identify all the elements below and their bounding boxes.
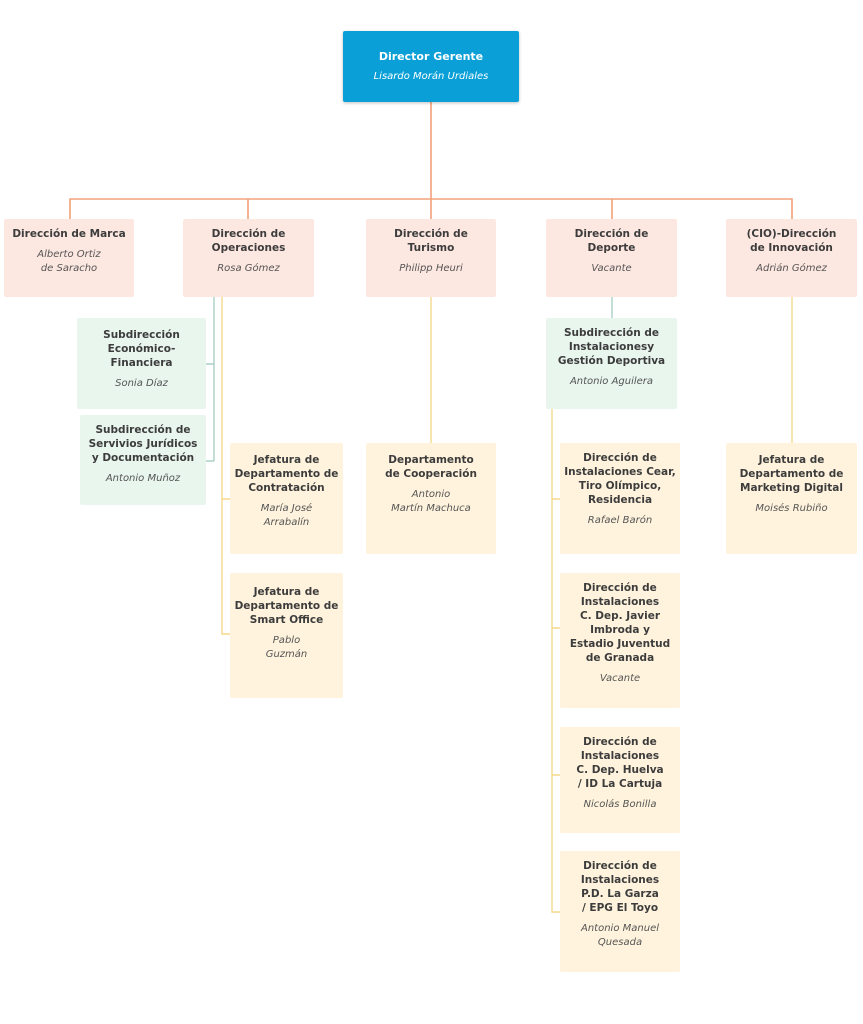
box-title: Dirección de Operaciones [211, 228, 286, 254]
box-person: Rafael Barón [587, 515, 653, 526]
subdireccion-economico-box: Subdirección Económico-Financiera Sonia … [77, 318, 206, 409]
connector-deporte-departments [551, 409, 560, 913]
subdireccion-juridicos-box: Subdirección de Servivios Jurídicos y Do… [80, 415, 206, 505]
box-title: (CIO)-Dirección de Innovación [746, 228, 837, 254]
jefatura-smart-office-box: Jefatura de Departamento de Smart Office… [230, 573, 343, 698]
box-person: Adrián Gómez [756, 263, 827, 274]
direccion-instalaciones-garza-box: Dirección de Instalaciones P.D. La Garza… [560, 851, 680, 972]
box-person: Sonia Díaz [115, 378, 168, 389]
direccion-instalaciones-huelva-box: Dirección de Instalaciones C. Dep. Huelv… [560, 727, 680, 833]
direccion-marca-box: Dirección de Marca Alberto Ortiz de Sara… [4, 219, 134, 297]
box-title: Departamento de Cooperación [385, 454, 477, 480]
subdireccion-instalaciones-box: Subdirección de Instalacionesy Gestión D… [546, 318, 677, 409]
box-title: Dirección de Instalaciones C. Dep. Huelv… [576, 736, 664, 790]
direccion-operaciones-box: Dirección de Operaciones Rosa Gómez [183, 219, 314, 297]
box-person: María José Arrabalín [260, 503, 313, 528]
connector-operaciones-subdirections [206, 297, 215, 462]
box-title: Dirección de Marca [12, 228, 126, 240]
box-person: Alberto Ortiz de Saracho [37, 249, 101, 274]
connector-root-bus [69, 102, 793, 219]
box-title: Dirección de Instalaciones P.D. La Garza… [580, 860, 660, 914]
box-person: Antonio Manuel Quesada [581, 923, 659, 948]
jefatura-marketing-digital-box: Jefatura de Departamento de Marketing Di… [726, 443, 857, 554]
departamento-cooperacion-box: Departamento de Cooperación Antonio Mart… [366, 443, 496, 554]
box-title: Subdirección de Servivios Jurídicos y Do… [88, 424, 198, 464]
box-person: Antonio Aguilera [569, 376, 654, 387]
box-title: Dirección de Turismo [394, 228, 468, 254]
direccion-instalaciones-imbroda-box: Dirección de Instalaciones C. Dep. Javie… [560, 573, 680, 708]
direccion-deporte-box: Dirección de Deporte Vacante [546, 219, 677, 297]
direccion-turismo-box: Dirección de Turismo Philipp Heuri [366, 219, 496, 297]
jefatura-contratacion-box: Jefatura de Departamento de Contratación… [230, 443, 343, 554]
box-person: Philipp Heuri [399, 263, 463, 274]
box-title: Subdirección Económico-Financiera [103, 329, 180, 369]
box-title: Jefatura de Departamento de Contratación [234, 454, 339, 494]
box-person: Antonio Martín Machuca [391, 489, 471, 514]
box-person: Pablo Guzmán [265, 635, 308, 660]
box-person: Vacante [599, 673, 641, 684]
box-title: Jefatura de Departamento de Marketing Di… [739, 454, 844, 494]
connector-operaciones-departments [221, 297, 230, 635]
box-person: Antonio Muñoz [105, 473, 181, 484]
box-title: Dirección de Instalaciones C. Dep. Javie… [569, 582, 671, 664]
direccion-instalaciones-cear-box: Dirección de Instalaciones Cear, Tiro Ol… [560, 443, 680, 554]
director-gerente-box: Director Gerente Lisardo Morán Urdiales [343, 31, 519, 102]
box-title: Director Gerente [378, 49, 484, 63]
box-person: Lisardo Morán Urdiales [373, 70, 489, 82]
box-person: Vacante [591, 263, 632, 274]
box-person: Rosa Gómez [217, 263, 280, 274]
box-title: Subdirección de Instalacionesy Gestión D… [557, 327, 666, 367]
box-title: Dirección de Deporte [574, 228, 649, 254]
box-title: Jefatura de Departamento de Smart Office [234, 586, 339, 626]
box-person: Nicolás Bonilla [583, 799, 657, 810]
box-person: Moisés Rubiño [755, 503, 828, 514]
box-title: Dirección de Instalaciones Cear, Tiro Ol… [564, 452, 676, 506]
direccion-innovacion-box: (CIO)-Dirección de Innovación Adrián Góm… [726, 219, 857, 297]
